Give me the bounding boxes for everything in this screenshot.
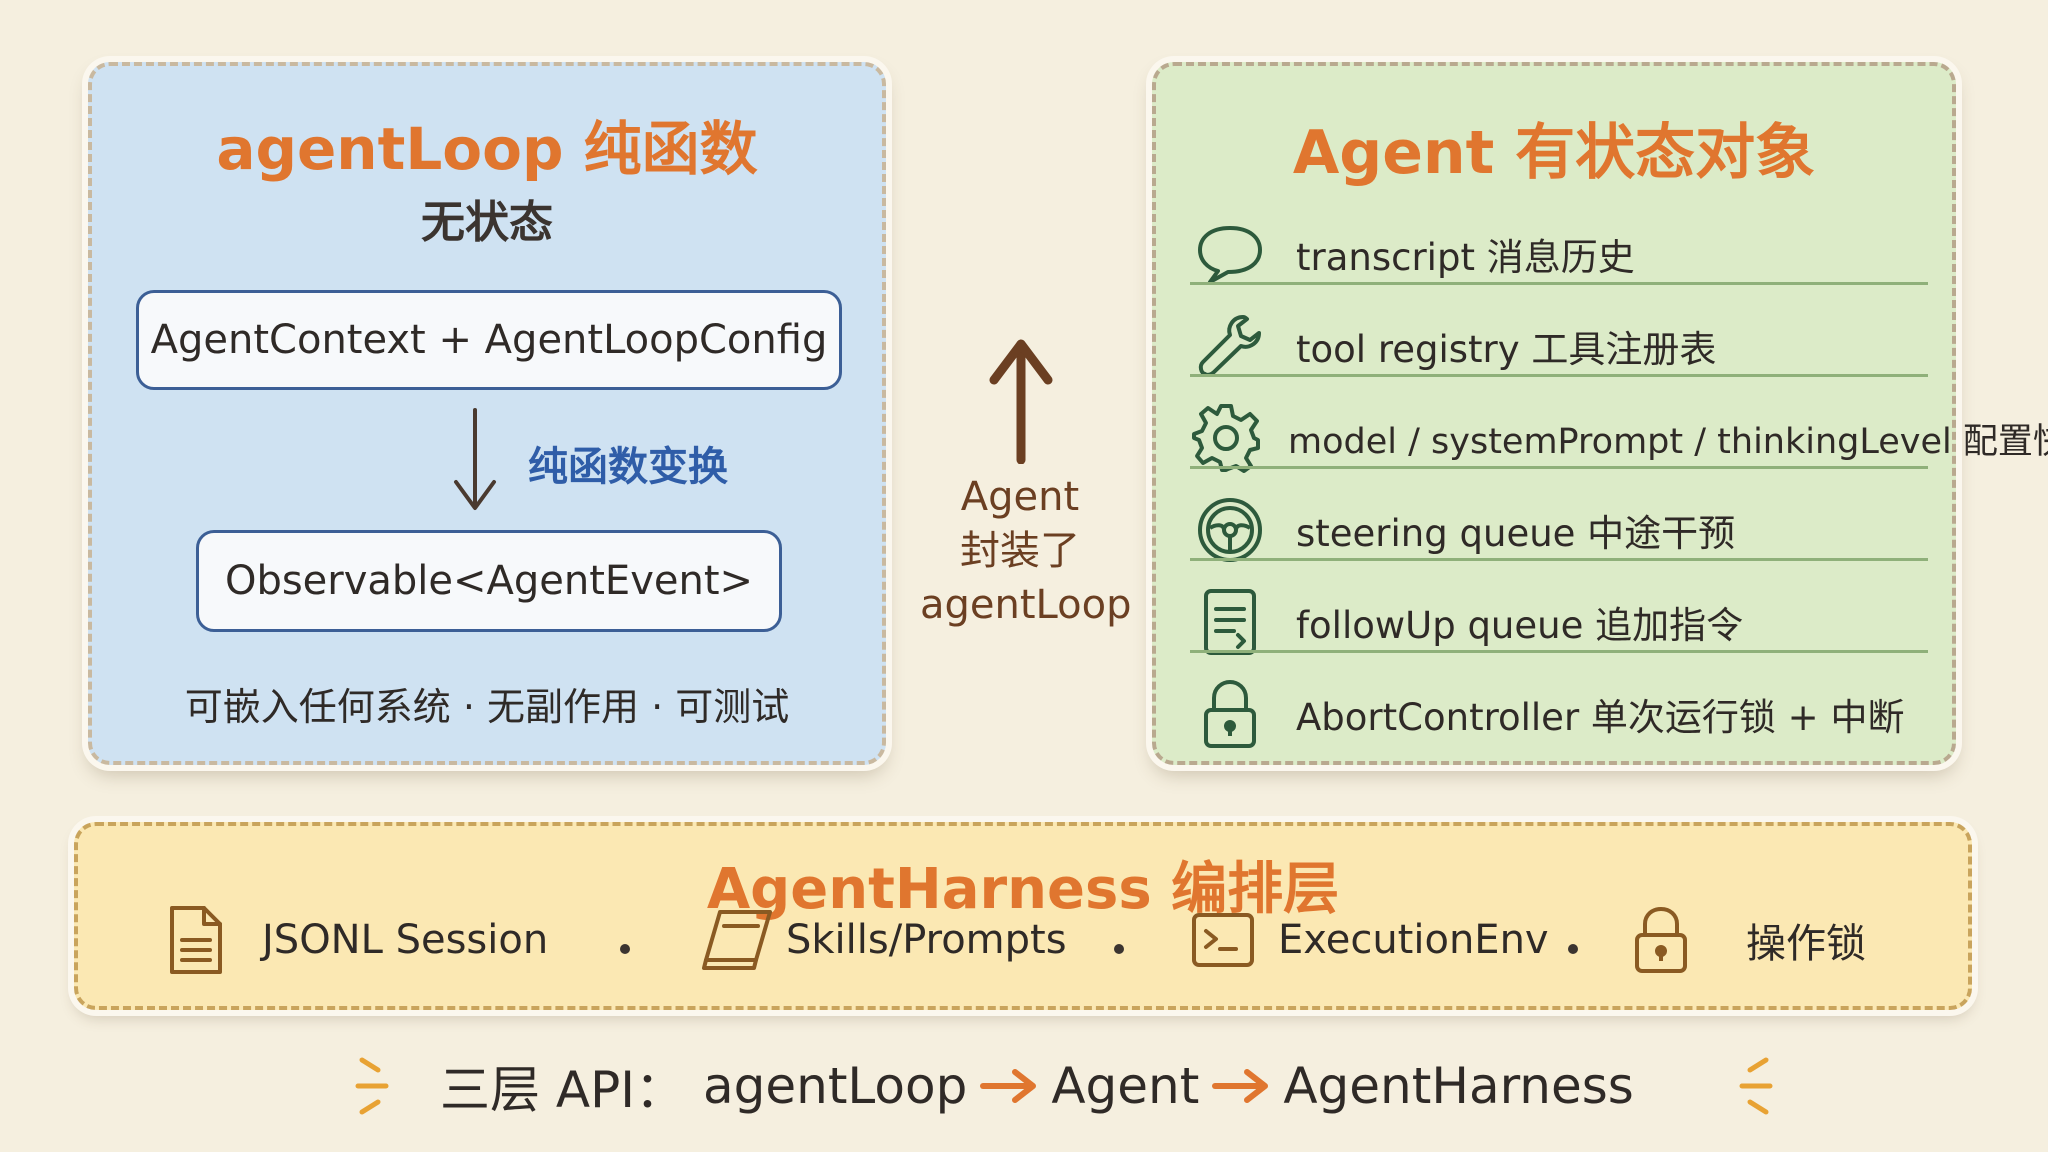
list-item: AbortController 单次运行锁 + 中断 <box>1190 670 1928 758</box>
footer-prefix: 三层 API： <box>440 1061 685 1119</box>
wraps-label-line3: agentLoop <box>920 582 1132 628</box>
footer-step-agent: Agent <box>1051 1057 1200 1115</box>
document-icon <box>170 906 222 974</box>
row-divider <box>1190 650 1928 653</box>
row-label: followUp queue 追加指令 <box>1296 604 1744 647</box>
gear-icon <box>1190 398 1262 478</box>
book-icon <box>702 910 772 970</box>
list-item: followUp queue 追加指令 <box>1190 578 1928 666</box>
row-label: steering queue 中途干预 <box>1296 512 1736 555</box>
wraps-label: Agent 封装了 agentLoop <box>920 470 1132 632</box>
wraps-label-line1: Agent <box>960 474 1080 520</box>
separator-dot <box>1568 944 1578 954</box>
list-item: transcript 消息历史 <box>1190 210 1928 298</box>
agent-panel: Agent 有状态对象 transcript 消息历史 tool registr… <box>1152 62 2048 765</box>
agentloop-subtitle: 无状态 <box>421 197 553 248</box>
list-item: steering queue 中途干预 <box>1190 486 1928 574</box>
right-arrow-icon <box>980 1069 1037 1103</box>
agent-context-box: AgentContext + AgentLoopConfig <box>136 290 842 390</box>
harness-label: JSONL Session <box>262 917 549 963</box>
up-arrow-icon <box>989 339 1053 464</box>
separator-dot <box>620 944 630 954</box>
row-divider <box>1190 558 1928 561</box>
transform-label: 纯函数变换 <box>528 444 728 490</box>
right-arrow-icon <box>1212 1069 1269 1103</box>
lock-icon <box>1635 907 1687 973</box>
harness-item-execution: ExecutionEnv <box>1190 900 1549 980</box>
wraps-label-line2: 封装了 <box>960 528 1080 574</box>
harness-label: Skills/Prompts <box>786 917 1067 963</box>
list-item: model / systemPrompt / thinkingLevel 配置快… <box>1190 394 2048 482</box>
footer-bar: 三层 API： agentLoop Agent AgentHarness <box>352 1046 1776 1126</box>
harness-title: AgentHarness 编排层 <box>706 857 1340 922</box>
observable-box: Observable<AgentEvent> <box>196 530 782 632</box>
row-divider <box>1190 374 1928 377</box>
agentloop-title: agentLoop 纯函数 <box>216 115 758 183</box>
row-divider <box>1190 282 1928 285</box>
harness-item-lock: 操作锁 <box>1632 900 1866 980</box>
row-label: AbortController 单次运行锁 + 中断 <box>1296 696 1905 739</box>
harness-item-skills: Skills/Prompts <box>700 900 1067 980</box>
terminal-icon <box>1192 913 1254 967</box>
footer-text: 三层 API： agentLoop Agent AgentHarness <box>440 1050 1634 1122</box>
down-arrow-icon <box>454 408 496 510</box>
sparkle-left-icon <box>355 1057 389 1115</box>
sparkle-right-icon <box>1739 1057 1773 1115</box>
footer-step-harness: AgentHarness <box>1283 1057 1634 1115</box>
harness-panel: AgentHarness 编排层 <box>74 822 1972 1010</box>
footer-step-agentloop: agentLoop <box>703 1057 968 1115</box>
lock-icon <box>1190 674 1270 754</box>
agentloop-panel: agentLoop 纯函数 无状态 AgentContext + AgentLo… <box>88 62 886 765</box>
row-label: model / systemPrompt / thinkingLevel 配置快… <box>1288 421 2048 462</box>
harness-item-session: JSONL Session <box>166 900 548 980</box>
row-label: tool registry 工具注册表 <box>1296 328 1717 371</box>
separator-dot <box>1114 944 1124 954</box>
list-item: tool registry 工具注册表 <box>1190 302 1928 390</box>
row-label: transcript 消息历史 <box>1296 236 1635 279</box>
harness-label: 操作锁 <box>1746 921 1866 967</box>
wrench-icon <box>1190 306 1270 386</box>
agent-title: Agent 有状态对象 <box>1292 118 1816 188</box>
agentloop-footer: 可嵌入任何系统 · 无副作用 · 可测试 <box>184 685 790 729</box>
harness-label: ExecutionEnv <box>1278 917 1549 963</box>
row-divider <box>1190 466 1928 469</box>
document-list-icon <box>1190 582 1270 662</box>
